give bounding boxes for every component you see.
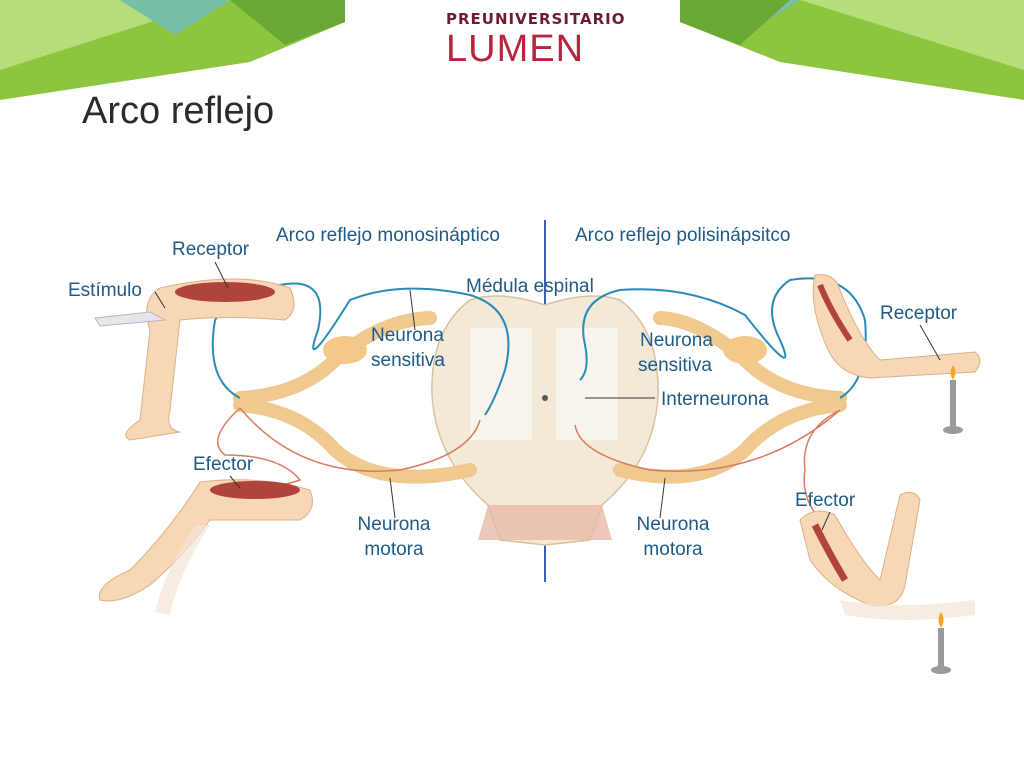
slide-title: Arco reflejo xyxy=(82,90,275,132)
right-receptor-label: Receptor xyxy=(880,303,958,324)
logo-subtitle: PREUNIVERSITARIO xyxy=(446,10,626,28)
left-effector-label: Efector xyxy=(193,454,254,475)
right-sensory-label-2: sensitiva xyxy=(638,355,712,376)
banner-left xyxy=(0,0,345,100)
right-motor-label-1: Neurona xyxy=(636,514,710,535)
left-stimulus-label: Estímulo xyxy=(68,280,142,301)
banner-right xyxy=(680,0,1024,100)
label-pointers xyxy=(154,261,941,531)
arm-upper xyxy=(812,274,981,434)
leg-upper xyxy=(94,278,295,441)
left-motor-label-1: Neurona xyxy=(357,514,431,535)
left-sensory-label-2: sensitiva xyxy=(371,350,445,371)
left-motor-label-2: motora xyxy=(364,539,424,560)
left-receptor-label: Receptor xyxy=(172,239,250,260)
right-effector-label: Efector xyxy=(795,490,856,511)
left-sensory-label-1: Neurona xyxy=(371,325,444,346)
right-motor-label-2: motora xyxy=(643,539,703,560)
poly-arc-title: Arco reflejo polisinápsitco xyxy=(575,225,791,246)
mono-arc-title: Arco reflejo monosináptico xyxy=(276,225,500,246)
spinal-cord-label: Médula espinal xyxy=(466,276,594,297)
leg-lower xyxy=(98,479,313,615)
right-interneuron-label: Interneurona xyxy=(661,389,769,410)
right-sensory-label-1: Neurona xyxy=(640,330,713,351)
logo-wordmark: LUMEN xyxy=(446,28,585,70)
arm-lower xyxy=(799,491,975,674)
spinal-cord xyxy=(431,295,659,546)
